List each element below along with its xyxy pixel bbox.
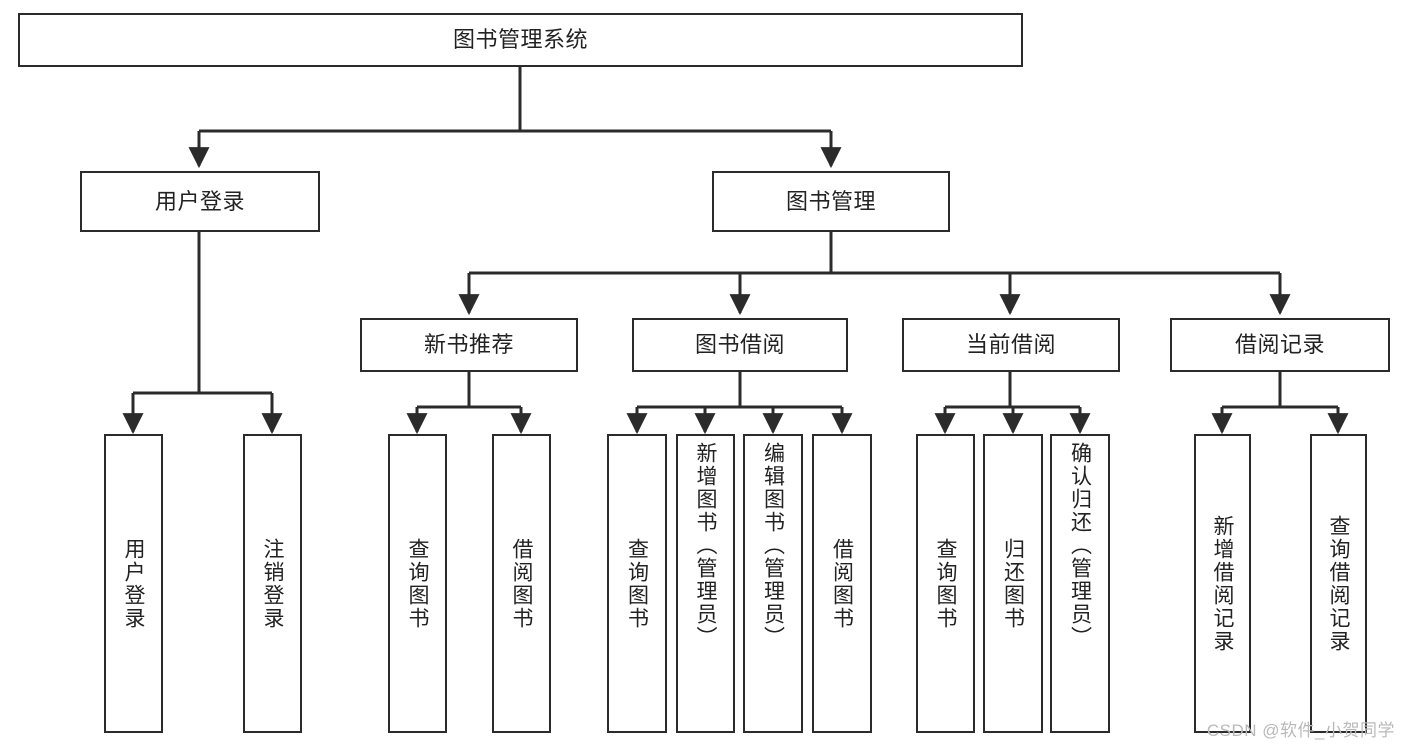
node-root-label: 图书管理系统 <box>452 27 588 53</box>
node-user-login[interactable]: 用户登录 <box>80 171 320 232</box>
leaf-new-book-borrow[interactable]: 借阅图书 <box>492 434 551 733</box>
node-book-management-label: 图书管理 <box>785 188 876 214</box>
watermark-text: CSDN @软件_小贺同学 <box>1206 721 1395 740</box>
leaf-user-login-login[interactable]: 用户登录 <box>104 434 163 733</box>
node-root-book-management-system[interactable]: 图书管理系统 <box>18 13 1023 67</box>
leaf-current-borrow-confirm-return[interactable]: 确认归还（管理员） <box>1050 434 1110 733</box>
leaf-book-borrow-borrow[interactable]: 借阅图书 <box>812 434 872 733</box>
leaf-user-login-login-label: 用户登录 <box>122 537 145 630</box>
node-book-management[interactable]: 图书管理 <box>712 171 950 232</box>
leaf-current-borrow-return[interactable]: 归还图书 <box>983 434 1043 733</box>
leaf-book-borrow-borrow-label: 借阅图书 <box>830 537 854 630</box>
leaf-current-borrow-query[interactable]: 查询图书 <box>916 434 975 733</box>
leaf-records-query-label: 查询借阅记录 <box>1327 514 1350 653</box>
leaf-book-borrow-edit[interactable]: 编辑图书（管理员） <box>743 434 803 733</box>
node-borrow-records[interactable]: 借阅记录 <box>1170 318 1390 372</box>
node-book-borrow[interactable]: 图书借阅 <box>632 318 848 372</box>
node-new-book-recommend-label: 新书推荐 <box>423 332 514 358</box>
leaf-new-book-query[interactable]: 查询图书 <box>388 434 447 733</box>
leaf-new-book-query-label: 查询图书 <box>406 537 429 630</box>
leaf-current-borrow-return-label: 归还图书 <box>1001 537 1025 630</box>
node-user-login-label: 用户登录 <box>154 188 245 214</box>
leaf-new-book-borrow-label: 借阅图书 <box>510 537 533 630</box>
leaf-book-borrow-edit-label: 编辑图书（管理员） <box>761 442 785 649</box>
leaf-book-borrow-query-label: 查询图书 <box>625 537 649 630</box>
node-borrow-records-label: 借阅记录 <box>1234 332 1325 358</box>
leaf-book-borrow-add[interactable]: 新增图书（管理员） <box>676 434 735 733</box>
leaf-current-borrow-confirm-return-label: 确认归还（管理员） <box>1068 442 1092 649</box>
leaf-records-add[interactable]: 新增借阅记录 <box>1194 434 1251 733</box>
leaf-records-query[interactable]: 查询借阅记录 <box>1310 434 1367 733</box>
node-current-borrow-label: 当前借阅 <box>965 332 1056 358</box>
leaf-records-add-label: 新增借阅记录 <box>1211 514 1234 653</box>
leaf-user-login-logout-label: 注销登录 <box>261 537 284 630</box>
leaf-book-borrow-query[interactable]: 查询图书 <box>607 434 667 733</box>
node-current-borrow[interactable]: 当前借阅 <box>902 318 1120 372</box>
leaf-book-borrow-add-label: 新增图书（管理员） <box>694 442 717 649</box>
leaf-user-login-logout[interactable]: 注销登录 <box>243 434 302 733</box>
node-new-book-recommend[interactable]: 新书推荐 <box>360 318 578 372</box>
leaf-current-borrow-query-label: 查询图书 <box>934 537 957 630</box>
node-book-borrow-label: 图书借阅 <box>694 332 785 358</box>
